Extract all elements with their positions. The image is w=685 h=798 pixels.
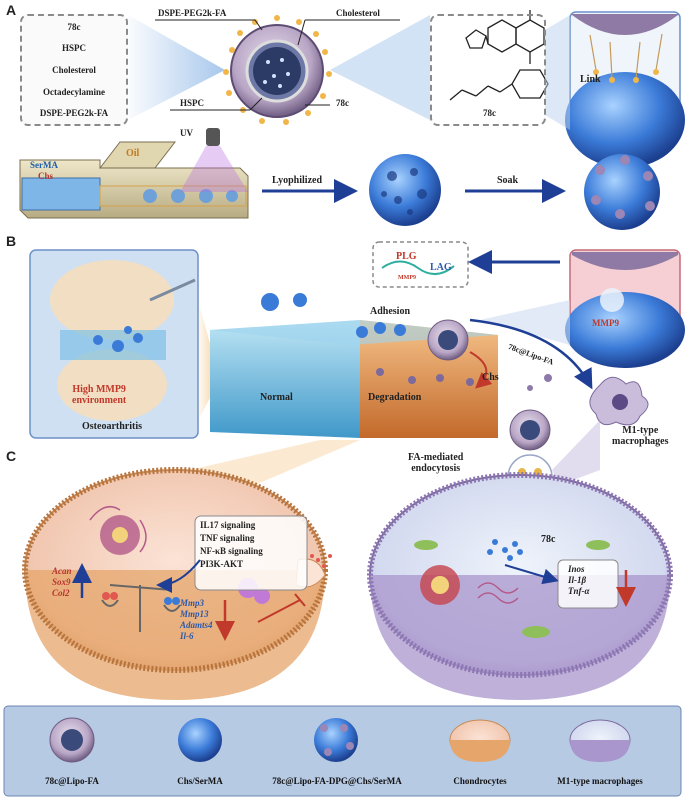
arrow-to-macrophage [469,318,593,390]
signaling-tnf: TNF signaling [200,533,255,543]
legend-label-lipo: 78c@Lipo-FA [45,776,99,786]
component-78c: 78c [67,21,81,32]
scale-icon [101,584,181,632]
legend-label-chs-sermA: Chs/SerMA [177,776,223,786]
link-label: Link [580,74,601,85]
legend-icon-macrophage [569,719,631,762]
high-mmp9-line1: High MMP9 [72,384,126,395]
m1-line2: macrophages [612,436,669,447]
mmp9-box-text: MMP9 [592,318,619,328]
gene-col2: Col2 [52,588,70,598]
gene-mmp13: Mmp13 [180,609,209,619]
uv-label: UV [180,128,193,138]
uv-lamp [180,128,248,192]
gene-adamts4: Adamts4 [180,620,213,630]
chip-chs-label: Chs [38,171,54,181]
legend-label-loaded: 78c@Lipo-FA-DPG@Chs/SerMA [272,776,402,786]
normal-cartilage [210,320,360,438]
m1-line1: M1-type [622,425,659,436]
fa-line2: endocytosis [411,463,461,474]
molecule-78c-structure [449,10,549,101]
m1-label: M1-type macrophages [612,425,668,447]
component-octadecylamine: Octadecylamine [43,86,105,97]
link-magnified [565,11,685,168]
loaded-sphere [584,154,660,230]
microfluidic-chip [19,141,249,219]
liposome-illustration [155,15,400,125]
legend-icon-loaded-sphere [314,718,358,762]
m1-macrophage [589,376,649,426]
signaling-pi3k: PI3K-AKT [200,559,244,569]
fan-mmp9 [480,300,570,345]
component-cholesterol: Cholesterol [52,64,96,75]
signaling-nfkb: NF-κB signaling [200,546,263,556]
label-78c-lipo: 78c [336,98,349,108]
gene-il1b: Il-1β [568,575,587,585]
legend-label-macrophages: M1-type macrophages [557,776,643,786]
gene-acan: Acan [52,566,72,576]
legend-icon-chondrocyte [449,719,511,762]
gene-tnfa: Tnf-α [568,586,590,596]
panel-label-b: B [6,233,17,249]
step-lyophilized: Lyophilized [272,175,323,186]
fan-left [128,15,225,120]
porous-sphere [369,154,441,226]
fan-macrophage [552,420,600,485]
gene-il6: Il-6 [180,631,194,641]
legend-label-chondrocytes: Chondrocytes [453,776,507,786]
step-soak: Soak [497,175,519,186]
components-box: 78c HSPC Cholesterol Octadecylamine DSPE… [20,14,128,126]
fa-line1: FA-mediated [408,452,464,463]
normal-label: Normal [260,392,293,403]
fan-right [330,15,430,120]
label-hspc: HSPC [180,98,205,108]
inhibit-arrow [257,599,301,623]
drug-78c-label: 78c [541,534,556,545]
signaling-il17: IL17 signaling [200,520,256,530]
component-dspe: DSPE-PEG2k-FA [39,108,109,119]
down-genes: Mmp3 Mmp13 Adamts4 Il-6 [180,598,213,641]
chs-label: Chs [482,372,499,383]
label-cholesterol: Cholesterol [336,8,380,18]
high-mmp9: High MMP9 environment [72,384,126,406]
gene-sox9: Sox9 [52,577,71,587]
arrow-chondro-to-scale [156,559,201,593]
high-mmp9-line2: environment [72,395,127,406]
plg-text: PLG [396,251,417,262]
osteoarthritis-label: Osteoarthritis [82,421,142,432]
signaling-list: IL17 signaling TNF signaling NF-κB signa… [200,520,304,569]
fan-link [545,15,570,130]
macro-genes: Inos Il-1β Tnf-α [568,564,589,596]
arrow-chs [469,351,493,389]
signaling-box [194,515,308,591]
component-hspc: HSPC [61,43,86,54]
adhesion-label: Adhesion [370,306,411,317]
mmp9-small-text: MMP9 [398,275,416,281]
legend-icon-sphere [178,718,222,762]
up-genes: Acan Sox9 Col2 [52,566,72,598]
panel-label-c: C [6,448,17,464]
chip-sermA-label: SerMA [30,160,58,170]
arrow-78c-macro [504,564,559,585]
legend-icon-lipo [49,717,95,763]
fa-endocytosis-label: FA-mediated endocytosis [408,452,463,474]
molecule-box [430,14,546,126]
chip-oil-label: Oil [126,148,140,159]
label-dspe-peg: DSPE-PEG2k-FA [158,8,227,18]
panel-label-a: A [6,2,17,18]
gene-inos: Inos [568,564,585,574]
lipo-cluster [427,319,469,361]
degradation-label: Degradation [368,392,422,403]
molecule-label: 78c [483,108,496,118]
gene-mmp3: Mmp3 [180,598,205,608]
lag-text: LAG [430,262,452,273]
